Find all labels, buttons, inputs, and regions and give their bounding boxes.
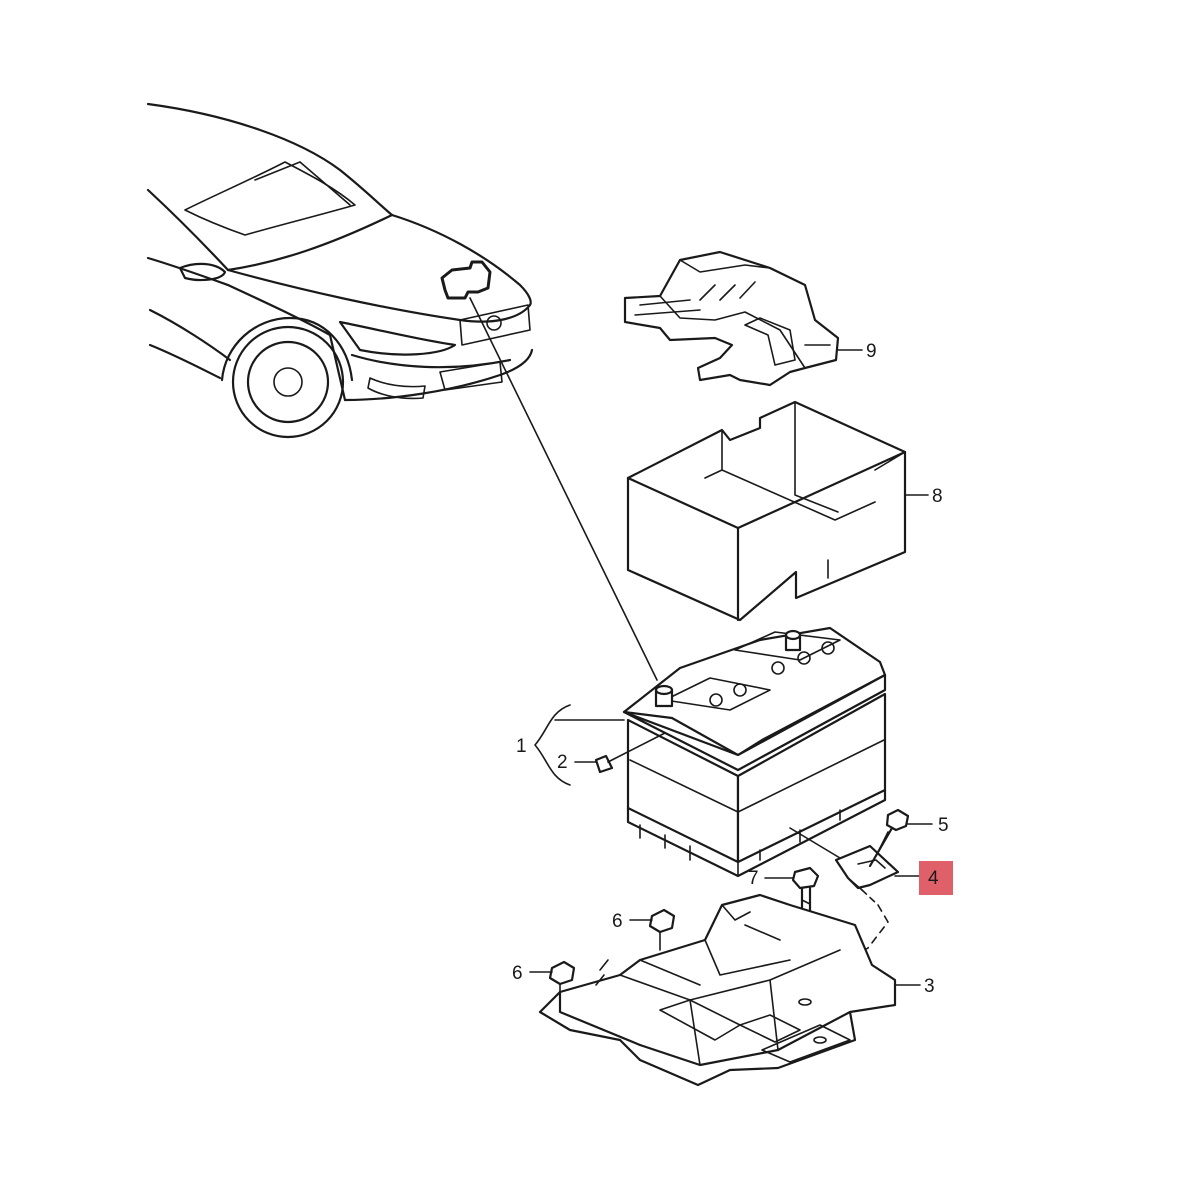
part-8-insulating-sleeve — [626, 400, 907, 622]
callout-1: 1 — [516, 736, 527, 757]
part-4-clamping-plate — [789, 827, 900, 1001]
callout-9: 9 — [866, 341, 877, 362]
callout-8: 8 — [932, 486, 943, 507]
part-6-nut-upper — [648, 908, 676, 951]
part-1-battery — [622, 626, 887, 878]
callout-3: 3 — [924, 976, 935, 997]
callout-6-lower: 6 — [512, 963, 523, 984]
part-2-vent-plug — [594, 732, 666, 774]
leader-lines — [529, 349, 933, 986]
callout-6-upper: 6 — [612, 911, 623, 932]
part-9-terminal-holder — [623, 250, 840, 387]
part-3-battery-tray — [538, 893, 897, 1087]
location-leader-line — [469, 297, 658, 681]
callout-7: 7 — [748, 868, 759, 889]
car-illustration — [146, 102, 534, 439]
callout-5: 5 — [938, 815, 949, 836]
callout-4-highlight — [919, 861, 953, 895]
callout-4: 4 — [928, 868, 939, 889]
part-5-bolt — [868, 808, 910, 868]
callout-2: 2 — [557, 752, 568, 773]
